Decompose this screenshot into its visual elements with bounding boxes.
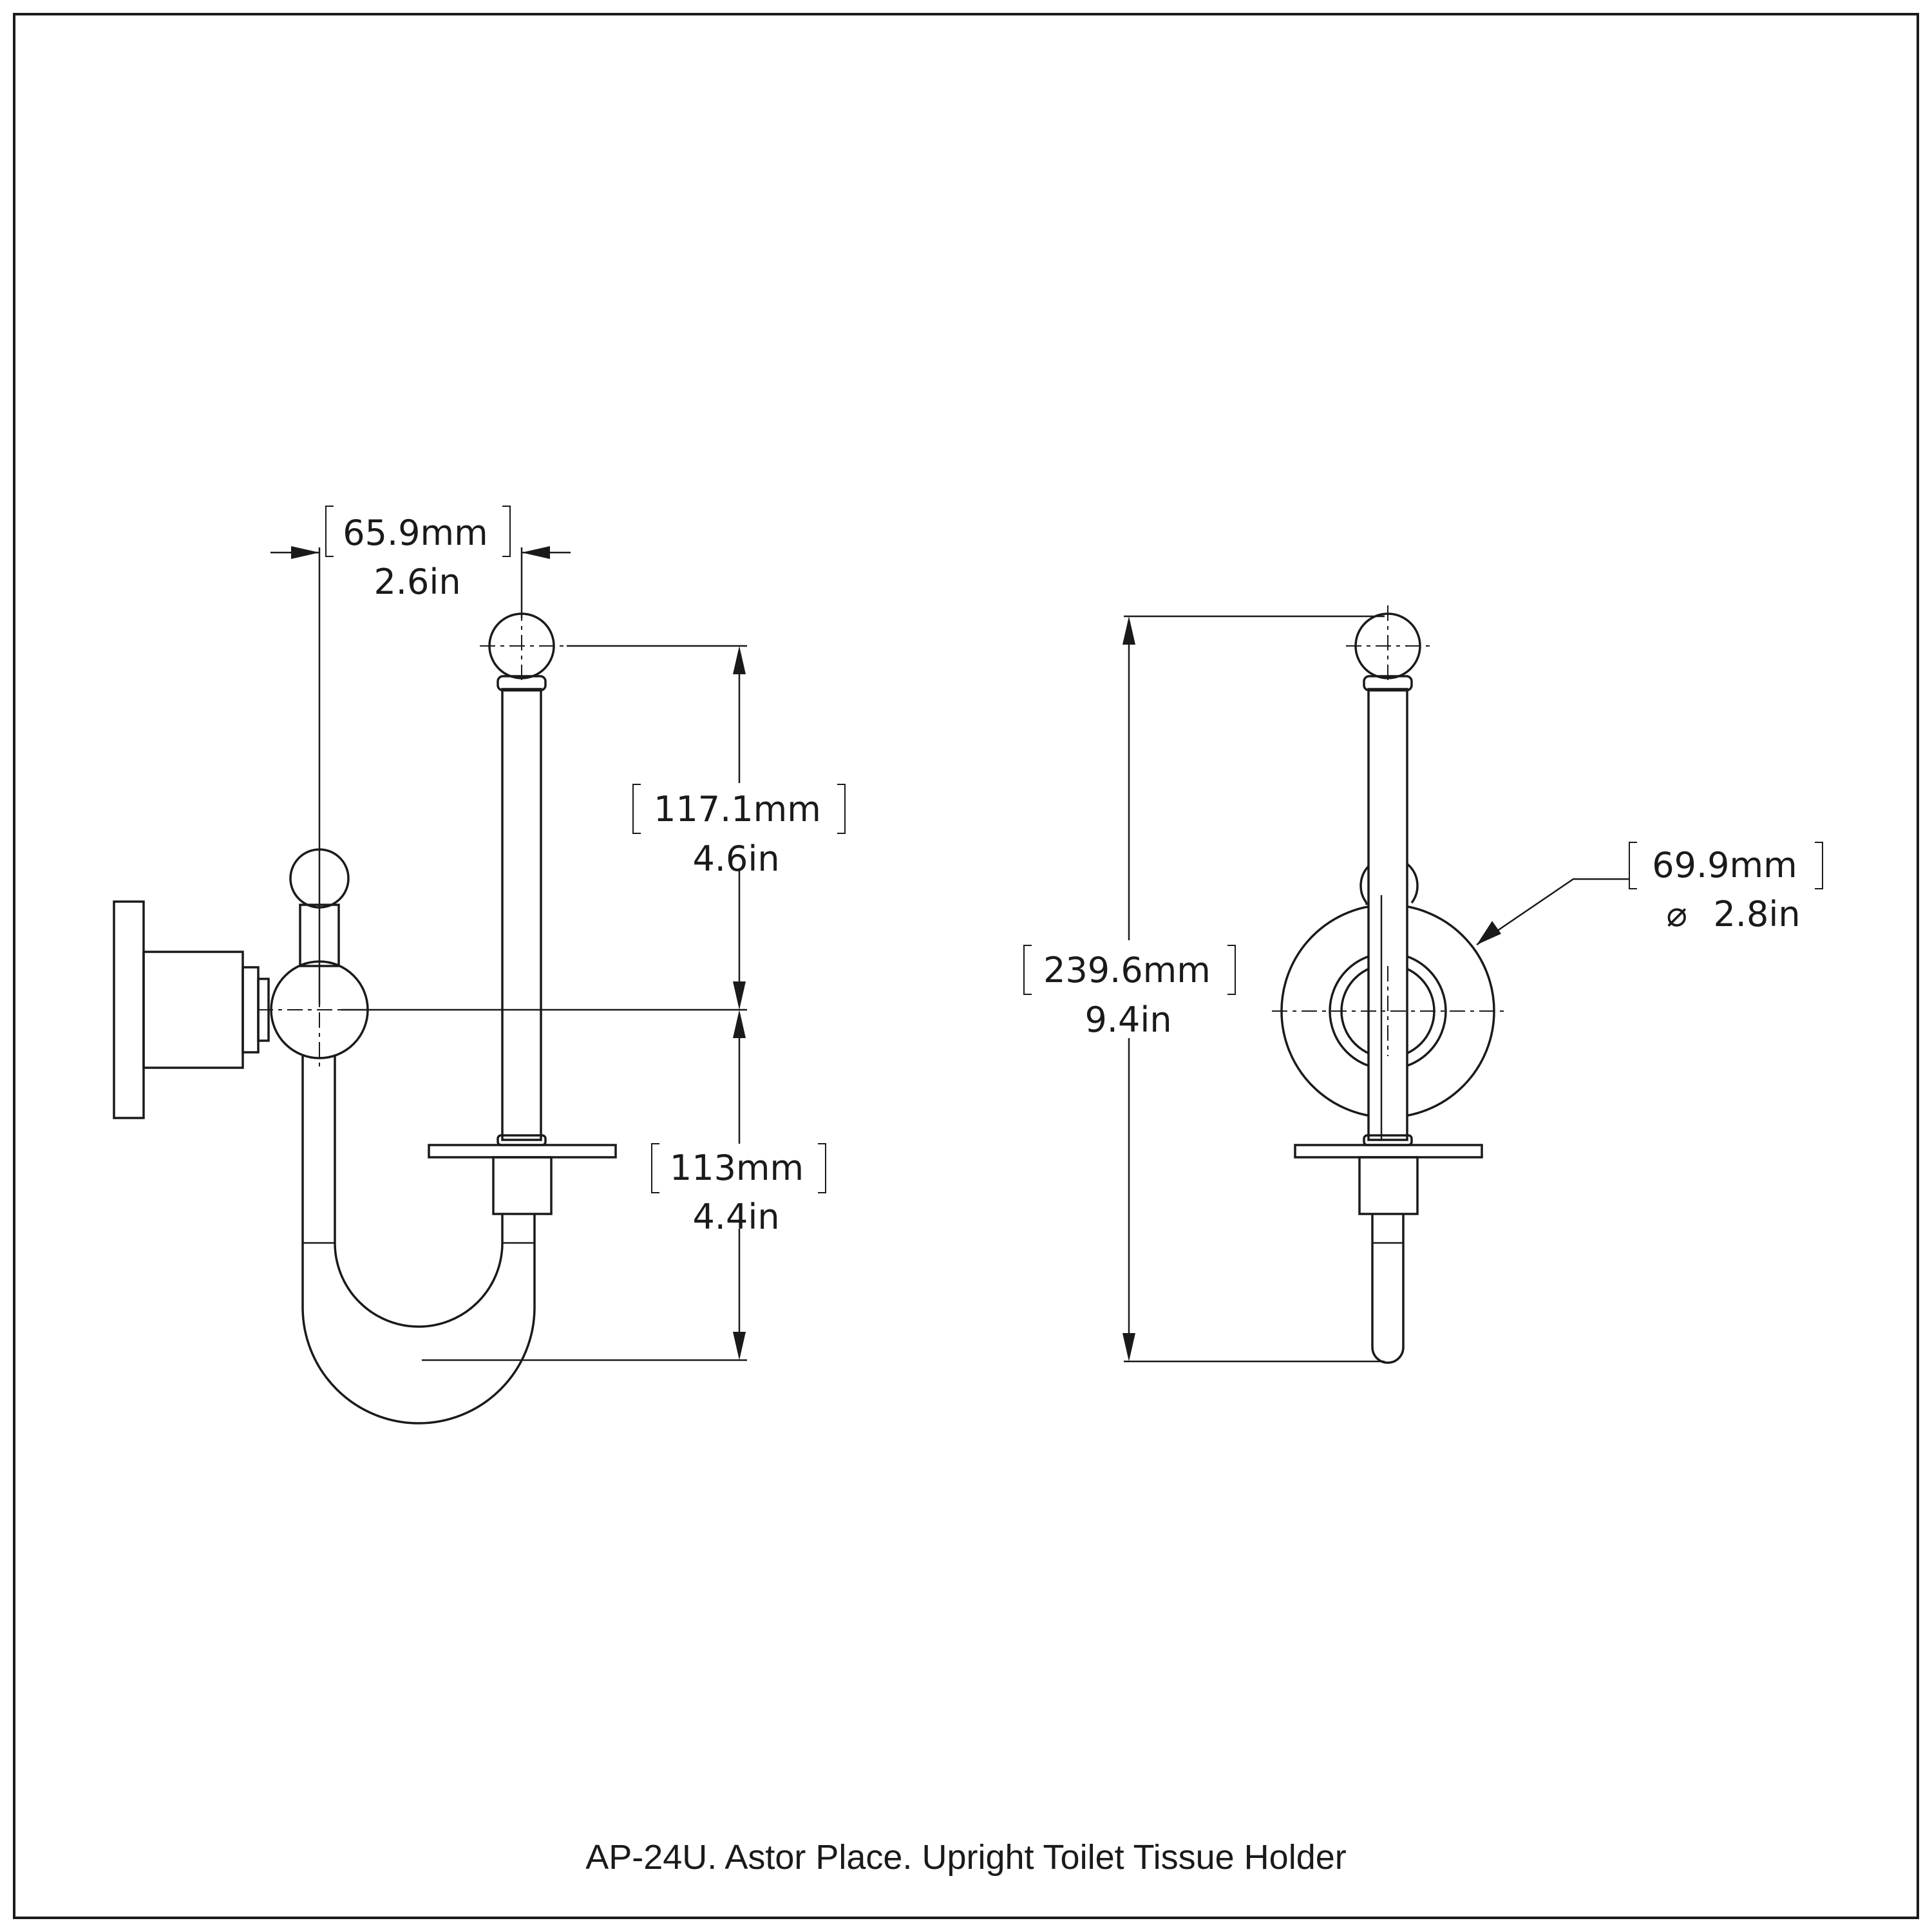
hook-arm-inner (334, 1056, 504, 1328)
diameter-arrow (1477, 921, 1501, 945)
projection-bracket-left (325, 506, 334, 557)
mounting-base (142, 951, 244, 1069)
support-plate (428, 1144, 617, 1159)
upright-post (501, 688, 542, 1141)
upper-arrow-bottom (733, 981, 746, 1010)
drawing-border (13, 13, 1919, 1919)
lower-arrow-top (733, 1010, 746, 1038)
base-collar (242, 966, 260, 1054)
diameter-bracket-right (1815, 842, 1823, 889)
diameter-leader (1476, 878, 1629, 946)
front-upright-post (1367, 688, 1408, 1141)
diameter-in-label: 2.8in (1713, 894, 1800, 934)
diameter-symbol: ⌀ (1666, 894, 1687, 934)
projection-arrow-right (522, 546, 550, 559)
projection-mm-label: 65.9mm (343, 513, 488, 553)
front-base-block (1358, 1156, 1419, 1215)
front-view: 239.6mm 9.4in 69.9mm ⌀ 2.8in (1023, 605, 1823, 1364)
upper-arrow-top (733, 646, 746, 674)
side-view: 65.9mm 2.6in 117.1mm 4.6in 113mm 4.4in (113, 506, 846, 1425)
overall-arrow-top (1122, 616, 1135, 645)
drawing-caption: AP-24U. Astor Place. Upright Toilet Tiss… (585, 1838, 1347, 1877)
projection-bracket-right (502, 506, 511, 557)
lower-bracket-right (818, 1143, 826, 1193)
upper-in-label: 4.6in (692, 838, 779, 879)
projection-arrow-left (291, 546, 319, 559)
projection-in-label: 2.6in (374, 562, 460, 602)
wall-flange (113, 900, 145, 1119)
front-support-plate (1294, 1144, 1483, 1159)
diameter-mm-label: 69.9mm (1652, 845, 1797, 886)
overall-arrow-bottom (1122, 1333, 1135, 1361)
lower-bracket-left (651, 1143, 659, 1193)
upper-bracket-left (632, 784, 641, 834)
overall-mm-label: 239.6mm (1043, 950, 1211, 990)
lower-arrow-bottom (733, 1332, 746, 1360)
overall-bracket-right (1227, 945, 1236, 995)
upper-bracket-right (837, 784, 846, 834)
diameter-bracket-left (1629, 842, 1637, 889)
hook-arm-outer (301, 1056, 536, 1425)
lower-mm-label: 113mm (670, 1148, 804, 1188)
overall-bracket-left (1023, 945, 1032, 995)
post-base-block (492, 1156, 553, 1215)
upper-mm-label: 117.1mm (654, 789, 821, 829)
post-bottom-collar (497, 1134, 547, 1146)
overall-in-label: 9.4in (1084, 999, 1171, 1040)
front-hook-tube (1371, 1214, 1405, 1364)
lower-in-label: 4.4in (692, 1197, 779, 1237)
